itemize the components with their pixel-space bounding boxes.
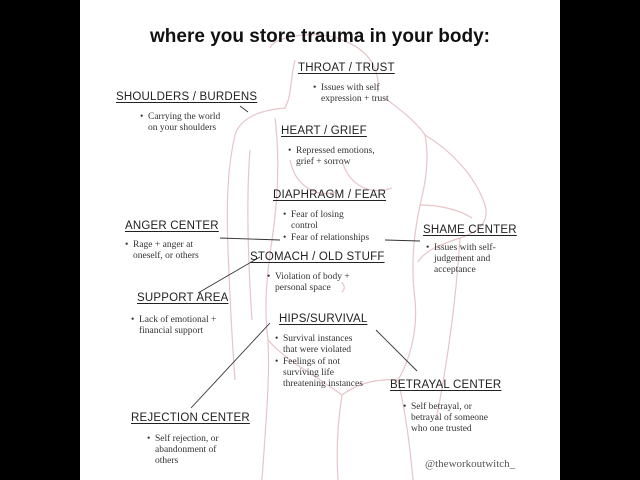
region-items-hips: Survival instances that were violatedFee… [275,334,363,391]
pointer-anger [219,237,281,241]
region-items-shame: Issues with self-judgement and acceptanc… [426,243,516,277]
left-arm-inner-outline [247,149,253,321]
region-item: Repressed emotions, grief + sorrow [288,146,388,168]
region-items-throat: Issues with self expression + trust [313,83,393,106]
author-handle: @theworkoutwitch_ [425,458,516,470]
region-item: Survival instances that were violated [275,334,363,356]
pointer-lines [190,105,421,409]
region-item: Self rejection, or abandonment of others [147,434,235,467]
region-item: Self betrayal, or betrayal of someone wh… [403,402,503,435]
region-heading-support: SUPPORT AREA [137,292,229,304]
pointer-shame [384,239,421,242]
region-items-heart: Repressed emotions, grief + sorrow [288,146,388,169]
region-item: Fear of relationships [283,233,373,244]
region-heading-throat: THROAT / TRUST [298,62,395,74]
region-item: Violation of body + personal space [267,272,362,294]
pointer-betrayal [375,329,418,372]
pointer-rejection [190,322,271,409]
region-items-rejection: Self rejection, or abandonment of others [147,434,235,468]
region-items-betrayal: Self betrayal, or betrayal of someone wh… [403,402,503,436]
region-heading-stomach: STOMACH / OLD STUFF [250,251,385,263]
page-title: where you store trauma in your body: [150,26,490,47]
region-heading-diaphragm: DIAPHRAGM / FEAR [273,189,387,201]
region-items-support: Lack of emotional + financial support [131,315,231,338]
region-heading-hips: HIPS/SURVIVAL [279,313,368,325]
region-heading-heart: HEART / GRIEF [281,125,367,137]
hair-outline [269,34,379,93]
region-heading-shame: SHAME CENTER [423,224,517,236]
region-item: Lack of emotional + financial support [131,315,231,337]
torso-left-outline [261,117,279,480]
region-heading-rejection: REJECTION CENTER [131,412,250,424]
region-item: Feelings of not surviving life threateni… [275,357,363,390]
torso-right-outline [384,97,428,381]
region-item: Issues with self expression + trust [313,83,393,105]
pointer-support [197,256,261,294]
region-items-anger: Rage + anger at oneself, or others [125,240,220,263]
region-heading-betrayal: BETRAYAL CENTER [390,379,502,391]
region-items-stomach: Violation of body + personal space [267,272,362,295]
region-heading-shoulders: SHOULDERS / BURDENS [116,91,258,103]
infographic-canvas: where you store trauma in your body: THR… [80,0,560,480]
region-item: Rage + anger at oneself, or others [125,240,220,262]
region-heading-anger: ANGER CENTER [125,220,219,232]
region-item: Issues with self-judgement and acceptanc… [426,243,516,276]
left-shoulder-outline [226,107,286,381]
leg-inner-outline [336,394,343,480]
right-forearm-outline [419,204,473,219]
pointer-shoulders [239,105,249,113]
region-items-diaphragm: Fear of losing controlFear of relationsh… [283,210,373,245]
region-item: Fear of losing control [283,210,373,232]
region-item: Carrying the world on your shoulders [140,112,225,134]
region-items-shoulders: Carrying the world on your shoulders [140,112,225,135]
neck-outline [284,59,296,109]
